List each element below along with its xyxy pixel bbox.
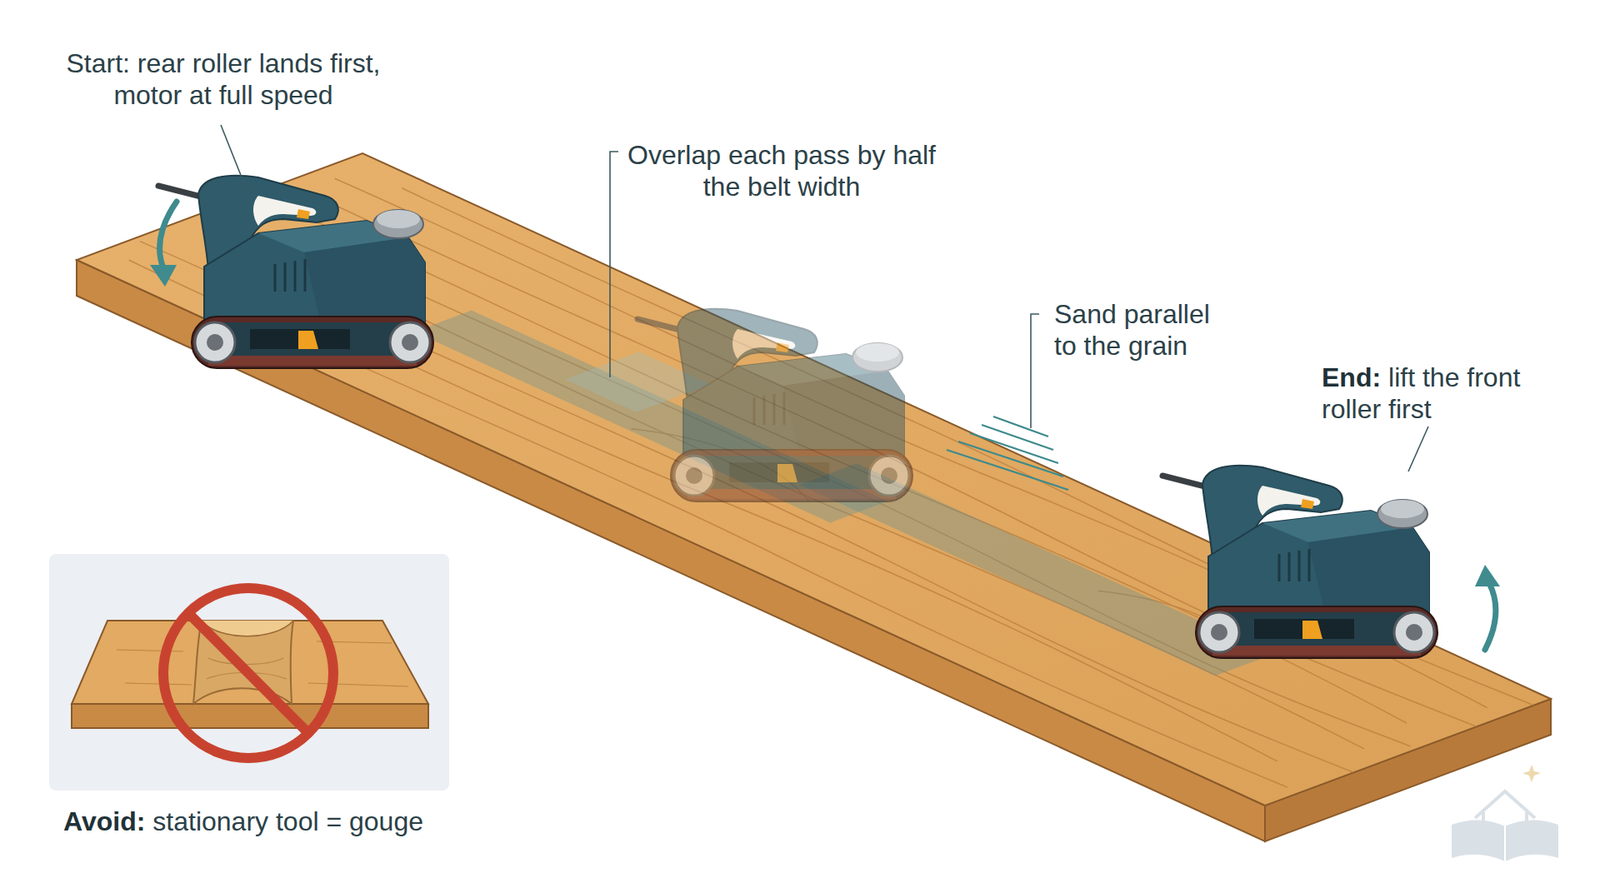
prohibition-sign bbox=[163, 588, 334, 759]
label-text: Overlap each pass by half the belt width bbox=[627, 140, 936, 202]
label-text: Start: rear roller lands first, motor at… bbox=[66, 48, 381, 110]
label-emphasis: Avoid: bbox=[63, 806, 145, 837]
label-text: stationary tool = gouge bbox=[152, 806, 424, 837]
label-emphasis: End: bbox=[1321, 362, 1381, 393]
callout-label: Start: rear roller lands first, motor at… bbox=[44, 47, 403, 111]
callout-label: End:lift the front roller first bbox=[1321, 361, 1555, 425]
belt-sander-ghost bbox=[637, 309, 913, 502]
belt-sander bbox=[1162, 465, 1438, 659]
grain-hatch bbox=[946, 416, 1069, 490]
callout-label: Overlap each pass by half the belt width bbox=[615, 139, 949, 203]
leader-line bbox=[220, 125, 1429, 472]
arrow-head bbox=[1475, 565, 1500, 587]
label-text: Sand parallel to the grain bbox=[1054, 299, 1210, 361]
callout-label: Avoid:stationary tool = gouge bbox=[63, 805, 530, 838]
callout-label: Sand parallel to the grain bbox=[1054, 298, 1238, 362]
belt-sander bbox=[158, 175, 434, 369]
watermark-logo bbox=[1451, 765, 1559, 862]
inset-panel bbox=[49, 554, 450, 791]
arrow-head bbox=[150, 265, 177, 287]
